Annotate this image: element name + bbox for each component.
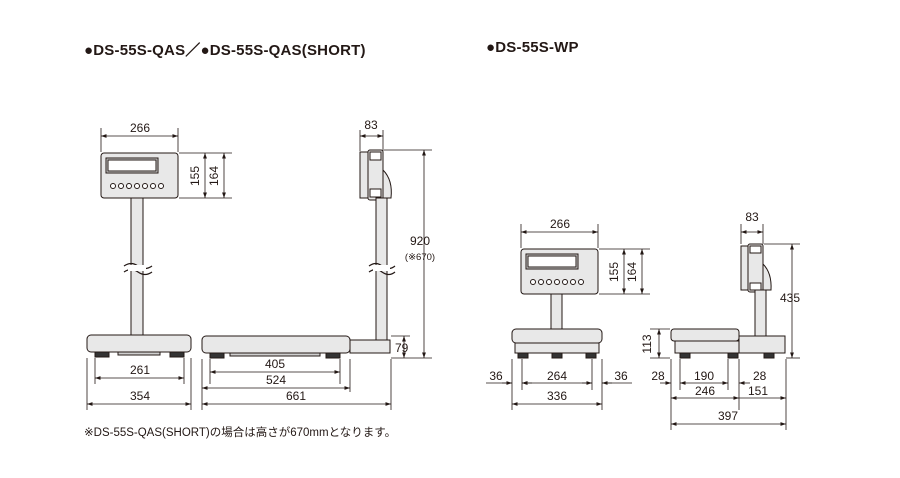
wp-side-dimension-lines: [650, 224, 800, 430]
wp-side-display-head: [740, 245, 749, 291]
wp-front-offset-right-label: 36: [614, 369, 628, 383]
wp-side-total-height-label: 435: [780, 291, 800, 305]
wp-side-platform-depth-label: 246: [695, 384, 715, 398]
wp-side-platform-height-label: 113: [640, 334, 654, 353]
qas-front-display-height-outer-label: 164: [207, 166, 221, 186]
qas-front-platform: [86, 334, 192, 353]
qas-side-short-height-label: (※670): [405, 252, 435, 263]
qas-side-overall-depth-label: 661: [286, 389, 306, 403]
qas-front-foot-span-label: 261: [130, 363, 150, 377]
wp-front-view: [511, 248, 603, 359]
qas-side-foot-span-label: 405: [265, 357, 285, 371]
qas-models-heading: ●DS-55S-QAS／●DS-55S-QAS(SHORT): [84, 42, 366, 59]
wp-front-display-height-outer-label: 164: [625, 262, 639, 282]
qas-side-platform-depth-label: 524: [266, 373, 286, 387]
wp-side-overall-depth-label: 397: [718, 409, 738, 423]
wp-model-heading: ●DS-55S-WP: [486, 39, 579, 56]
wp-side-display-depth-label: 83: [745, 210, 759, 224]
qas-side-platform-height-label: 79: [395, 341, 409, 355]
qas-side-total-height-label: 920: [410, 234, 430, 248]
qas-side-dimension-lines: [201, 130, 432, 410]
qas-front-display-height-inner-label: 155: [188, 166, 202, 186]
wp-side-offset-right-label: 28: [753, 369, 767, 383]
wp-front-base-width-label: 336: [547, 389, 567, 403]
wp-front-display-height-inner-label: 155: [607, 262, 621, 282]
short-model-footnote: ※DS-55S-QAS(SHORT)の場合は高さが670mmとなります。: [84, 427, 397, 439]
qas-side-display-depth-label: 83: [364, 118, 378, 132]
wp-front-offset-left-label: 36: [489, 369, 503, 383]
qas-front-base-width-label: 354: [130, 389, 150, 403]
wp-front-dimension-lines: [486, 224, 650, 410]
wp-side-offset-left-label: 28: [651, 369, 665, 383]
wp-side-pole: [754, 289, 767, 337]
wp-side-foot-span-label: 190: [694, 369, 714, 383]
qas-side-view: [201, 149, 396, 359]
wp-side-view: [670, 243, 786, 359]
wp-front-foot-span-label: 264: [547, 369, 567, 383]
wp-side-platform: [670, 328, 740, 342]
qas-front-dimension-lines: [86, 128, 232, 410]
qas-side-platform: [201, 335, 351, 354]
wp-front-display-width-label: 266: [550, 217, 570, 231]
wp-side-rear-offset-label: 151: [748, 384, 768, 398]
qas-front-display-width-label: 266: [130, 121, 150, 135]
qas-side-display-head: [359, 151, 369, 199]
wp-front-platform: [511, 328, 603, 344]
wp-front-pole: [550, 293, 563, 330]
qas-front-view: [86, 152, 192, 358]
